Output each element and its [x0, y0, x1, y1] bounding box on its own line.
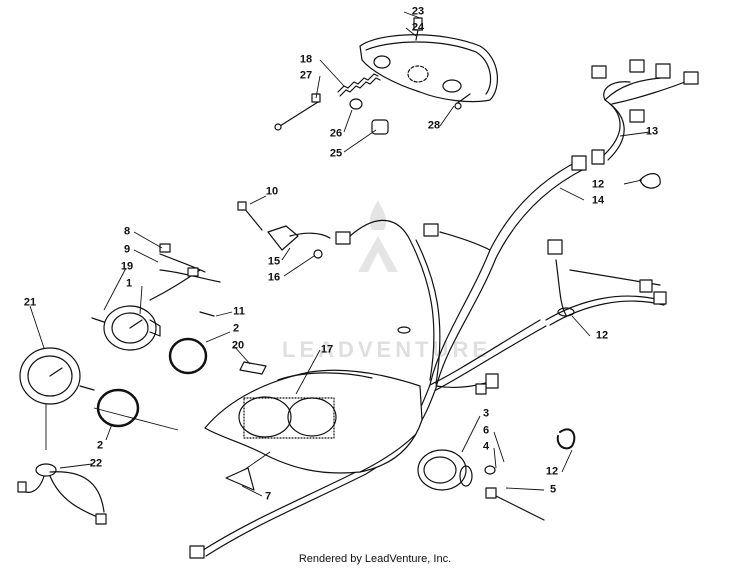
warning-decal [225, 467, 255, 491]
tachometer-gauge [91, 243, 221, 351]
spring [337, 73, 381, 97]
headlight-assembly [359, 17, 498, 103]
rendered-by-credit: Rendered by LeadVenture, Inc. [298, 553, 452, 565]
callout-10: 10 [265, 185, 279, 198]
callout-9: 9 [123, 243, 131, 256]
callout-12-lower: 12 [545, 465, 559, 478]
callout-8: 8 [123, 225, 131, 238]
callout-25: 25 [329, 147, 343, 160]
right-sub-harness [545, 239, 667, 326]
callout-27: 27 [299, 69, 313, 82]
watermark-emblem [358, 200, 398, 272]
callout-24: 24 [411, 21, 425, 34]
instrument-pod [204, 369, 423, 474]
callout-7: 7 [264, 490, 272, 503]
upper-sub-harness [591, 59, 699, 161]
bulb-and-socket [274, 93, 471, 135]
callout-12-middle: 12 [595, 329, 609, 342]
watermark-text: LEADVENTURE [282, 337, 492, 362]
callout-26: 26 [329, 127, 343, 140]
clamp-ring-upper [639, 173, 661, 189]
callout-3: 3 [482, 407, 490, 420]
callout-20: 20 [231, 339, 245, 352]
callout-17: 17 [320, 343, 334, 356]
callout-18: 18 [299, 53, 313, 66]
callout-13: 13 [645, 125, 659, 138]
decal-label [239, 361, 267, 375]
gauge-lamp-harness [17, 463, 107, 525]
switch-housing [417, 449, 545, 521]
bracket-assembly [237, 201, 331, 259]
callout-6: 6 [482, 424, 490, 437]
callout-4: 4 [482, 440, 490, 453]
callout-11: 11 [233, 305, 245, 318]
callout-14: 14 [591, 194, 605, 207]
callout-22: 22 [89, 457, 103, 470]
callout-5: 5 [549, 483, 557, 496]
callout-2-upper: 2 [232, 322, 240, 335]
callout-15: 15 [267, 255, 281, 268]
callout-21: 21 [23, 296, 37, 309]
callout-2-lower: 2 [96, 439, 104, 452]
callout-1: 1 [125, 277, 133, 290]
callout-16: 16 [267, 271, 281, 284]
callout-12-upper: 12 [591, 178, 605, 191]
speedometer-gauge [19, 347, 95, 405]
clamp-ring-lower [556, 428, 576, 450]
callout-23: 23 [411, 5, 425, 18]
callout-28: 28 [427, 119, 441, 132]
gauge-bezel-ring-upper [168, 337, 208, 375]
callout-19: 19 [120, 260, 134, 273]
gauge-bezel-ring-lower [96, 388, 140, 428]
leader-lines [29, 11, 651, 497]
